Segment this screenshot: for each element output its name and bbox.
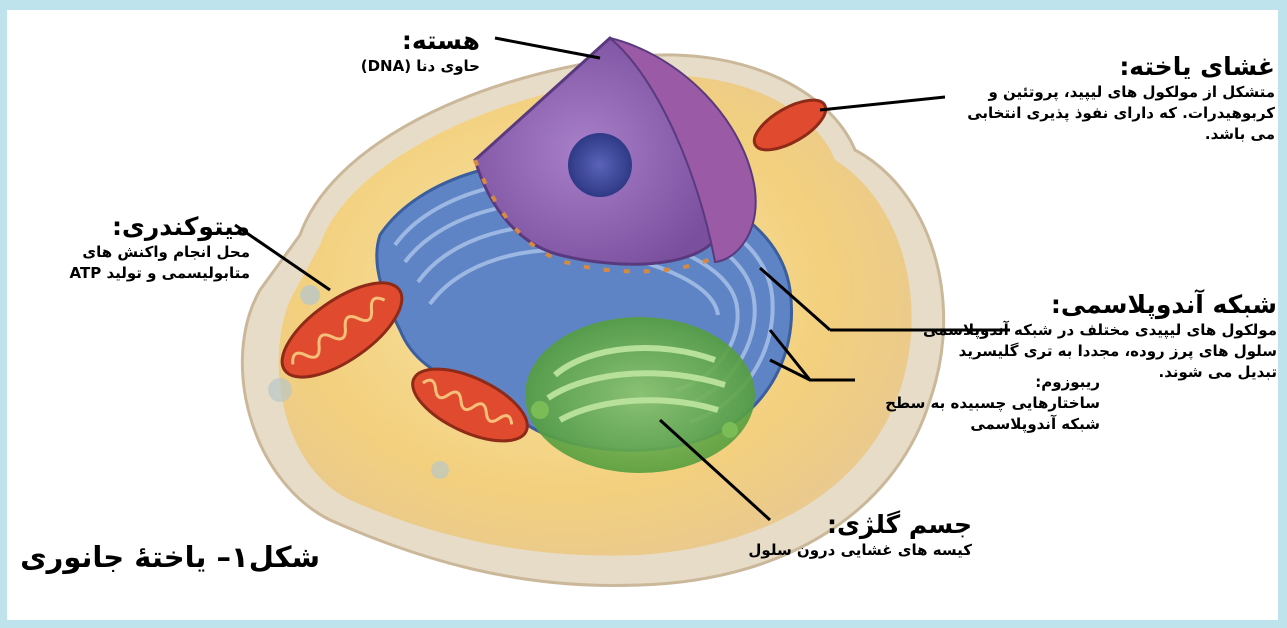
figure-caption: شکل۱– یاختهٔ جانوری (45, 540, 320, 574)
membrane-description: متشکل از مولکول های لیپید، پروتئین و کرب… (950, 82, 1275, 145)
nucleus-description: حاوی دنا (DNA) (330, 56, 480, 77)
golgi-title: جسم گلژی: (700, 510, 972, 540)
mitochondria-title: میتوکندری: (18, 212, 250, 242)
membrane-label: غشای یاخته: متشکل از مولکول های لیپید، پ… (950, 52, 1275, 145)
nucleus-label: هسته: حاوی دنا (DNA) (330, 26, 480, 77)
mitochondria-description: محل انجام واکنش های متابولیسمی و تولید A… (18, 242, 250, 284)
ribosome-label: ریبوزوم: ساختارهایی چسبیده به سطح شبکه آ… (860, 372, 1100, 435)
mitochondria-label: میتوکندری: محل انجام واکنش های متابولیسم… (18, 212, 250, 284)
golgi-label: جسم گلژی: کیسه های غشایی درون سلول (700, 510, 972, 561)
ribosome-description: ساختارهایی چسبیده به سطح شبکه آندوپلاسمی (860, 393, 1100, 435)
er-label: شبکه آندوپلاسمی: مولکول های لیپیدی مختلف… (915, 290, 1277, 383)
golgi-description: کیسه های غشایی درون سلول (700, 540, 972, 561)
er-title: شبکه آندوپلاسمی: (915, 290, 1277, 320)
golgi-apparatus (525, 317, 755, 473)
nucleus-title: هسته: (330, 26, 480, 56)
membrane-title: غشای یاخته: (950, 52, 1275, 82)
ribosome-title: ریبوزوم: (860, 372, 1100, 393)
nucleolus (568, 133, 632, 197)
